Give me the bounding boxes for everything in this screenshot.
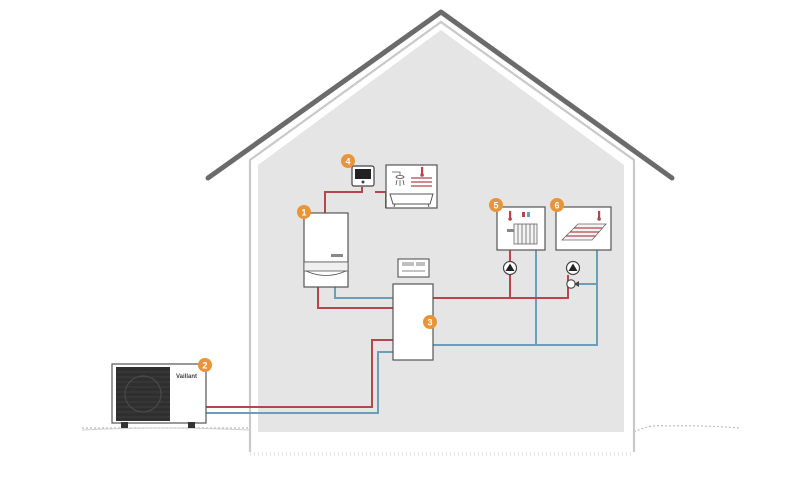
radiator-valve-icon bbox=[522, 212, 530, 217]
radiator-zone bbox=[496, 206, 546, 251]
badge-6: 6 bbox=[550, 198, 564, 212]
towel-radiator-icon bbox=[411, 177, 432, 187]
pump-icon bbox=[565, 260, 581, 276]
bathtub-icon bbox=[389, 193, 434, 208]
cold-pipe-boiler bbox=[334, 287, 393, 299]
hot-pipe-controller bbox=[324, 187, 363, 213]
badge-2: 2 bbox=[198, 358, 212, 372]
underfloor-thermometer-icon bbox=[597, 211, 601, 221]
boiler-body bbox=[303, 212, 349, 288]
house bbox=[205, 9, 675, 452]
boiler bbox=[303, 212, 349, 288]
cold-pipe-return bbox=[433, 250, 598, 346]
radiator-icon bbox=[513, 223, 538, 245]
house-interior bbox=[258, 30, 624, 432]
svg-text:6: 6 bbox=[554, 201, 559, 211]
badge-4: 4 bbox=[341, 154, 355, 168]
hot-pipes bbox=[205, 187, 569, 408]
cold-pipe-heat-pump bbox=[205, 351, 393, 414]
svg-text:5: 5 bbox=[493, 201, 498, 211]
thermometer-icon bbox=[420, 167, 424, 177]
hot-pipe-boiler-flow bbox=[317, 287, 393, 309]
svg-text:4: 4 bbox=[345, 157, 350, 167]
boiler-panel bbox=[303, 261, 349, 272]
badge-3: 3 bbox=[423, 315, 437, 329]
outdoor-heat-pump: Vaillant bbox=[111, 363, 207, 428]
svg-text:1: 1 bbox=[301, 208, 306, 218]
svg-text:3: 3 bbox=[427, 318, 432, 328]
pump-icon bbox=[502, 260, 518, 276]
svg-text:2: 2 bbox=[202, 361, 207, 371]
controller bbox=[351, 165, 375, 187]
radiator-thermometer-icon bbox=[508, 211, 512, 221]
heat-pump-brand: Vaillant bbox=[176, 374, 197, 380]
underfloor-zone bbox=[555, 206, 612, 251]
mixing-valve-icon bbox=[566, 279, 579, 289]
cold-pipes bbox=[205, 250, 598, 414]
badge-1: 1 bbox=[297, 205, 311, 219]
cylinder-control-unit bbox=[397, 258, 430, 278]
shower-icon bbox=[392, 171, 405, 186]
underfloor-heating-icon bbox=[561, 223, 607, 241]
house-roof bbox=[205, 9, 675, 181]
ground bbox=[81, 425, 741, 456]
heat-pump-fan-grille bbox=[116, 367, 170, 421]
bathroom bbox=[385, 164, 438, 209]
badge-5: 5 bbox=[489, 198, 503, 212]
house-wall bbox=[248, 20, 636, 452]
hot-pipe-heat-pump bbox=[205, 339, 393, 408]
